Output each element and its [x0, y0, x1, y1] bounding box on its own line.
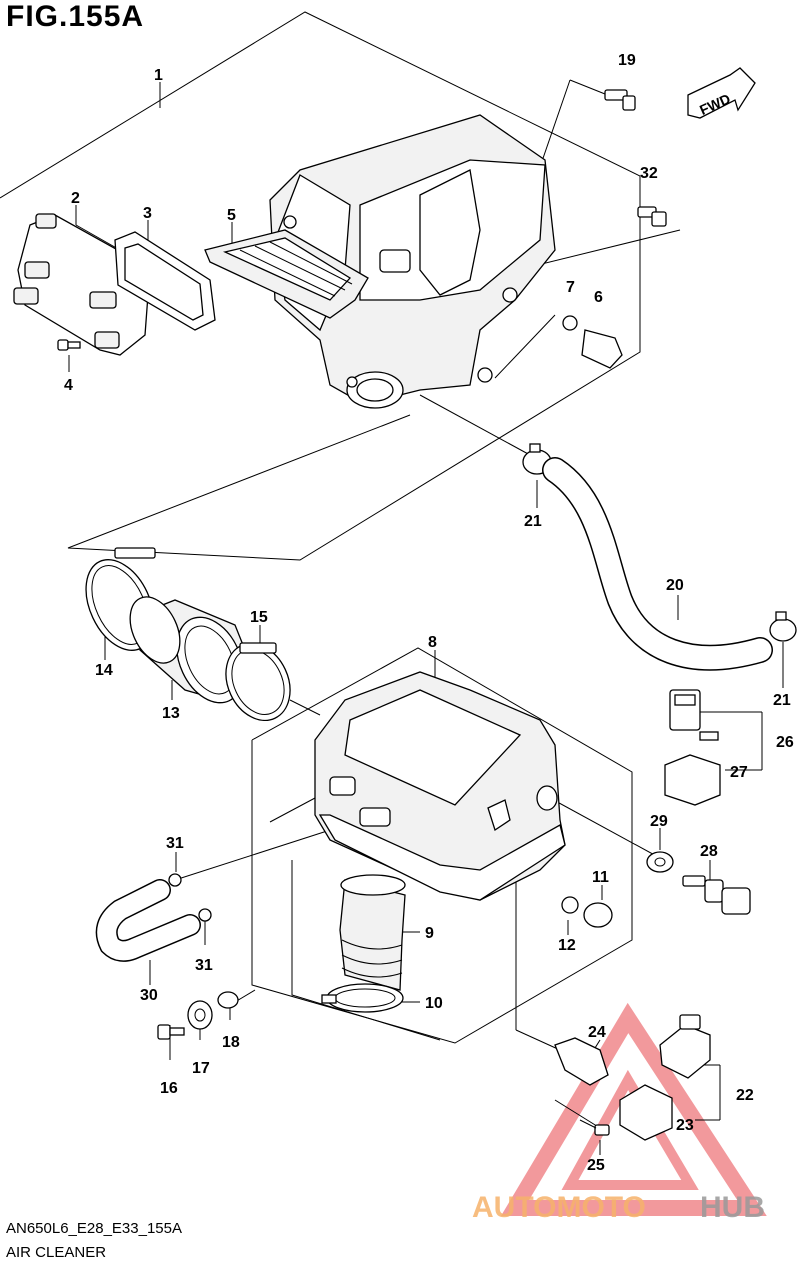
clamp-15 — [225, 642, 291, 722]
callout-21a: 21 — [524, 513, 542, 530]
callout-30: 30 — [140, 987, 158, 1004]
callout-26: 26 — [776, 734, 794, 751]
diagram-name: AIR CLEANER — [6, 1244, 107, 1261]
callout-20: 20 — [666, 577, 684, 594]
rubber-duct-9 — [339, 874, 406, 991]
forward-arrow-icon: FWD — [687, 67, 756, 119]
callout-32: 32 — [640, 165, 658, 182]
assembly-bracket-1 — [0, 11, 641, 561]
cap-11 — [583, 902, 613, 928]
temp-sensor-28 — [682, 875, 751, 915]
screw-4 — [57, 339, 81, 351]
callout-15: 15 — [250, 609, 268, 626]
callout-25: 25 — [587, 1157, 605, 1174]
callout-31b: 31 — [195, 957, 213, 974]
assembly-bracket-8-inner — [291, 860, 441, 1041]
callout-7: 7 — [566, 279, 575, 296]
callout-21b: 21 — [773, 692, 791, 709]
air-filter-element-5 — [204, 229, 369, 319]
cushion-17 — [187, 1000, 213, 1030]
callout-5: 5 — [227, 207, 236, 224]
watermark-text-a: AUTOMOTO — [472, 1191, 646, 1224]
gasket-3 — [114, 231, 216, 331]
sensor-26 — [669, 689, 719, 741]
callouts: 1 2 3 5 4 19 32 7 6 21 20 21 8 15 14 13 … — [64, 52, 794, 1174]
callout-16: 16 — [160, 1080, 178, 1097]
callout-2: 2 — [71, 190, 80, 207]
callout-19: 19 — [618, 52, 636, 69]
callout-4: 4 — [64, 377, 73, 394]
hose-clamp-21b — [769, 611, 797, 642]
callout-3: 3 — [143, 205, 152, 222]
callout-14: 14 — [95, 662, 113, 679]
callout-28: 28 — [700, 843, 718, 860]
callout-1: 1 — [154, 67, 163, 84]
watermark-text-b: HUB — [700, 1191, 765, 1224]
callout-31a: 31 — [166, 835, 184, 852]
callout-18: 18 — [222, 1034, 240, 1051]
clamp-10 — [321, 983, 404, 1013]
callout-10: 10 — [425, 995, 443, 1012]
plug-6 — [581, 329, 623, 369]
bolt-32 — [637, 206, 667, 227]
sensor-22 — [659, 1014, 711, 1079]
figure-title: FIG.155A — [6, 0, 145, 33]
washer-29 — [646, 851, 674, 873]
callout-12: 12 — [558, 937, 576, 954]
bracket-24 — [554, 1037, 609, 1086]
cover-27 — [664, 754, 721, 806]
collar-18 — [217, 991, 239, 1009]
callout-6: 6 — [594, 289, 603, 306]
bolt-16 — [157, 1024, 185, 1040]
bolt-19 — [604, 89, 636, 111]
clip-31b — [198, 908, 212, 922]
watermark-text: AUTOMOTO HUB — [472, 1191, 765, 1224]
diagram-code: AN650L6_E28_E33_155A — [6, 1220, 182, 1237]
drain-hose-30 — [95, 879, 201, 962]
callout-23: 23 — [676, 1117, 694, 1134]
callout-11: 11 — [592, 869, 609, 886]
callout-13: 13 — [162, 705, 180, 722]
clip-31a — [168, 873, 182, 887]
callout-29: 29 — [650, 813, 668, 830]
air-cleaner-case-8 — [314, 671, 566, 901]
screw-25 — [579, 1119, 610, 1136]
clip-12 — [561, 896, 579, 914]
callout-24: 24 — [588, 1024, 606, 1041]
breather-hose-20 — [542, 457, 773, 671]
cover-23 — [619, 1084, 673, 1141]
callout-8: 8 — [428, 634, 437, 651]
clip-7 — [562, 315, 578, 331]
assembly-bracket-8 — [251, 647, 633, 1044]
callout-17: 17 — [192, 1060, 210, 1077]
callout-9: 9 — [425, 925, 434, 942]
callout-22: 22 — [736, 1087, 754, 1104]
callout-27: 27 — [730, 764, 748, 781]
